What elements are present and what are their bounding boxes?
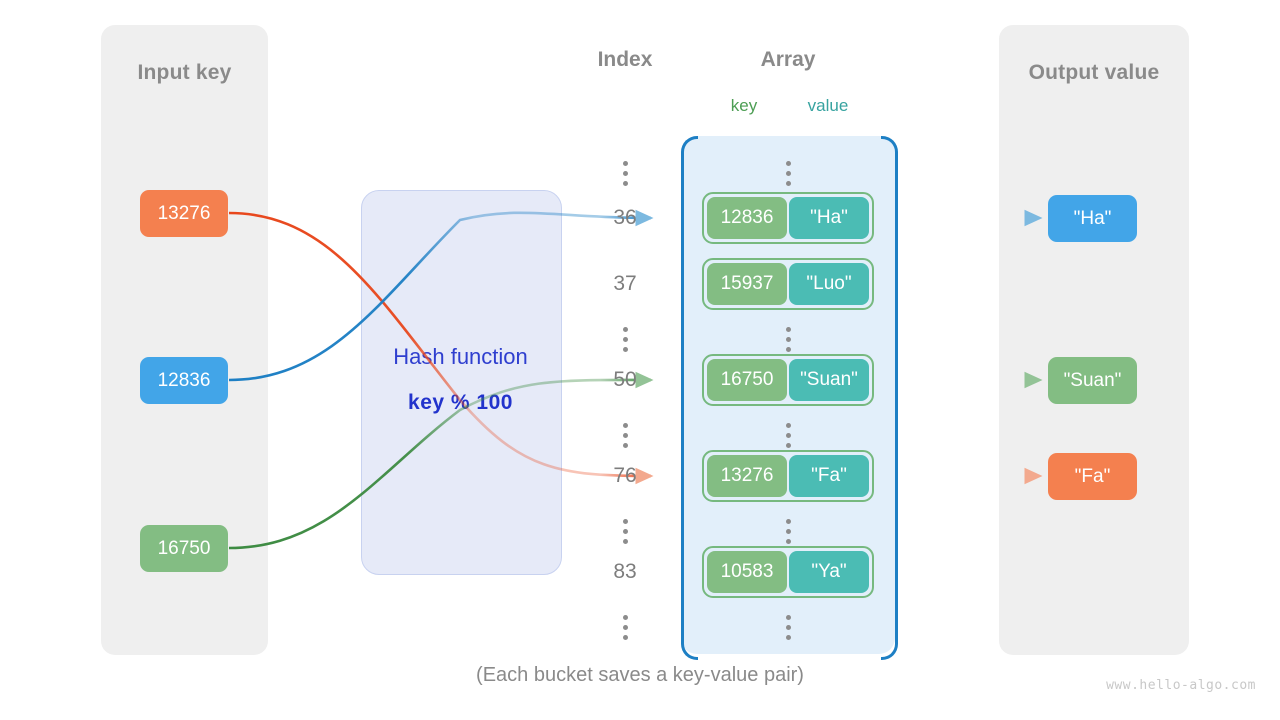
array-bucket[interactable]: 16750 "Suan": [702, 354, 874, 406]
bucket-key: 16750: [707, 359, 787, 401]
array-ellipsis: [778, 322, 798, 357]
bucket-value: "Suan": [789, 359, 869, 401]
output-value-panel-title: Output value: [1028, 61, 1160, 84]
input-key-box[interactable]: 16750: [140, 525, 228, 572]
array-ellipsis: [778, 610, 798, 645]
output-value-box[interactable]: "Suan": [1048, 357, 1137, 404]
array-ellipsis: [778, 156, 798, 191]
array-bucket[interactable]: 10583 "Ya": [702, 546, 874, 598]
output-value-box[interactable]: "Ha": [1048, 195, 1137, 242]
input-key-panel-title: Input key: [137, 61, 232, 84]
index-label-83: 83: [613, 560, 637, 583]
index-ellipsis: [615, 156, 635, 191]
bucket-key: 10583: [707, 551, 787, 593]
array-ellipsis: [778, 514, 798, 549]
bucket-value: "Ya": [789, 551, 869, 593]
index-label-50: 50: [613, 368, 637, 391]
array-column-title: Array: [760, 48, 816, 71]
bucket-value: "Ha": [789, 197, 869, 239]
site-watermark: www.hello-algo.com: [1106, 678, 1256, 693]
array-bucket[interactable]: 13276 "Fa": [702, 450, 874, 502]
array-bucket[interactable]: 12836 "Ha": [702, 192, 874, 244]
index-label-37: 37: [613, 272, 637, 295]
array-ellipsis: [778, 418, 798, 453]
key-subcolumn-title: key: [730, 96, 758, 115]
array-border-right: [881, 136, 898, 660]
index-ellipsis: [615, 322, 635, 357]
index-column-title: Index: [597, 48, 653, 71]
hash-function-formula: key % 100: [408, 391, 513, 414]
array-border-left: [681, 136, 698, 660]
array-bucket[interactable]: 15937 "Luo": [702, 258, 874, 310]
output-value-box[interactable]: "Fa": [1048, 453, 1137, 500]
index-ellipsis: [615, 418, 635, 453]
index-label-36: 36: [613, 206, 637, 229]
bucket-key: 15937: [707, 263, 787, 305]
bucket-value: "Fa": [789, 455, 869, 497]
bucket-key: 12836: [707, 197, 787, 239]
output-value-panel: Output value: [999, 25, 1189, 655]
bucket-value: "Luo": [789, 263, 869, 305]
hash-function-label: Hash function: [393, 344, 528, 369]
index-ellipsis: [615, 514, 635, 549]
index-label-76: 76: [613, 464, 637, 487]
value-subcolumn-title: value: [807, 96, 849, 115]
input-key-box[interactable]: 13276: [140, 190, 228, 237]
input-key-box[interactable]: 12836: [140, 357, 228, 404]
hash-function-box: [361, 190, 562, 575]
index-ellipsis: [615, 610, 635, 645]
diagram-caption: (Each bucket saves a key-value pair): [476, 664, 804, 686]
bucket-key: 13276: [707, 455, 787, 497]
